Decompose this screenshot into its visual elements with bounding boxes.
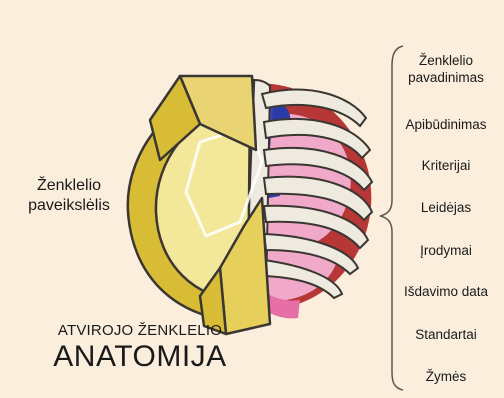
part-label: Leidėjas <box>390 199 502 216</box>
part-issue-date: Išdavimo data <box>390 283 502 300</box>
badge-image-label-line2: paveikslėlis <box>8 196 130 216</box>
part-label: Išdavimo data <box>390 283 502 300</box>
badge-image-label-line1: Ženklelio <box>8 176 130 196</box>
part-evidence: Įrodymai <box>390 242 502 259</box>
diagram-subtitle: ATVIROJO ŽENKLELIO <box>30 322 250 339</box>
part-criteria: Kriterijai <box>390 157 502 174</box>
part-label: Apibūdinimas <box>390 116 502 133</box>
part-tags: Žymės <box>390 368 502 385</box>
part-label: Ženklelio <box>390 52 502 69</box>
part-label: Kriterijai <box>390 157 502 174</box>
part-badge-name: Ženklelio pavadinimas <box>390 52 502 86</box>
badge-shell <box>128 76 270 334</box>
badge-image-label: Ženklelio paveikslėlis <box>8 176 130 216</box>
diagram-title: ANATOMIJA <box>20 340 260 374</box>
part-label: Įrodymai <box>390 242 502 259</box>
part-label: Standartai <box>390 326 502 343</box>
part-standards: Standartai <box>390 326 502 343</box>
part-label: pavadinimas <box>390 69 502 86</box>
part-label: Žymės <box>390 368 502 385</box>
part-description: Apibūdinimas <box>390 116 502 133</box>
part-issuer: Leidėjas <box>390 199 502 216</box>
